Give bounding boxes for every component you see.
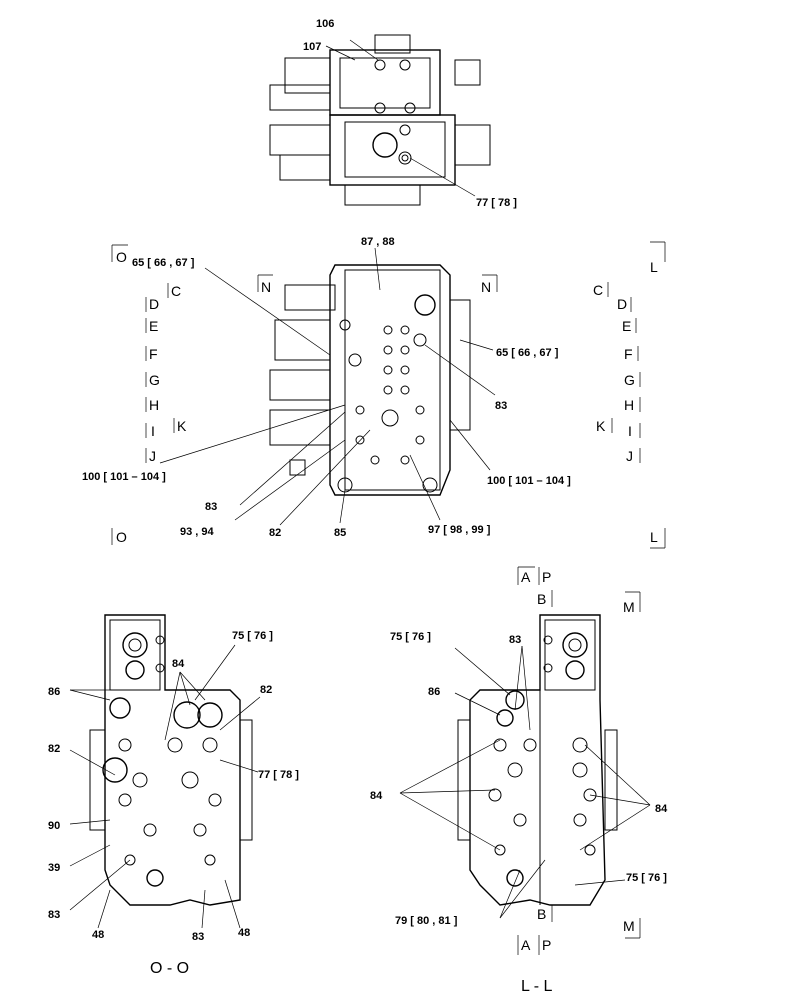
label-82-middle: 82: [269, 527, 281, 539]
label-83-ll: 83: [509, 634, 521, 646]
caption-oo: O - O: [150, 960, 189, 977]
label-48-oo-right: 48: [238, 927, 250, 939]
label-65-66-67-left: 65 [ 66 , 67 ]: [132, 257, 195, 269]
label-75-76-ll-top: 75 [ 76 ]: [390, 631, 431, 643]
section-mark-F: F: [149, 346, 158, 362]
section-mark-P-top: P: [542, 569, 551, 585]
label-84-ll-right: 84: [655, 803, 668, 815]
middle-valve-view: [159, 247, 496, 526]
section-mark-O-top: O: [116, 249, 127, 265]
label-82-oo-left: 82: [48, 743, 60, 755]
section-mark-A-bottom: A: [521, 937, 531, 953]
label-83-left: 83: [205, 501, 217, 513]
section-mark-L-bottom: L: [650, 529, 658, 545]
section-mark-I-right: I: [628, 423, 632, 439]
label-100-left: 100 [ 101 – 104 ]: [82, 471, 166, 483]
section-mark-C-right: C: [593, 282, 603, 298]
label-107: 107: [303, 41, 321, 53]
label-65-66-67-right: 65 [ 66 , 67 ]: [496, 347, 559, 359]
caption-ll: L - L: [521, 978, 553, 995]
label-83-oo-left: 83: [48, 909, 60, 921]
section-mark-M-top: M: [623, 599, 635, 615]
section-marks-right: L N C D E F G H I J K L: [481, 241, 666, 549]
section-oo-view: [69, 614, 261, 929]
section-mark-I: I: [151, 423, 155, 439]
section-mark-C: C: [171, 283, 181, 299]
label-77-78: 77 [ 78 ]: [476, 197, 517, 209]
label-86-ll: 86: [428, 686, 440, 698]
middle-port-grid: [355, 325, 425, 465]
label-84-oo: 84: [172, 658, 185, 670]
section-mark-O-bottom: O: [116, 529, 127, 545]
label-100-right: 100 [ 101 – 104 ]: [487, 475, 571, 487]
section-marks-ll: A P B M B M A P: [517, 566, 641, 955]
label-93-94: 93 , 94: [180, 526, 215, 538]
label-75-76-ll-bottom: 75 [ 76 ]: [626, 872, 667, 884]
section-mark-K: K: [177, 418, 187, 434]
label-84-ll-left: 84: [370, 790, 383, 802]
label-39: 39: [48, 862, 60, 874]
section-mark-E: E: [149, 318, 158, 334]
section-mark-J: J: [149, 448, 156, 464]
label-87-88: 87 , 88: [361, 236, 395, 248]
label-86-oo: 86: [48, 686, 60, 698]
section-mark-K-right: K: [596, 418, 606, 434]
section-mark-M-bottom: M: [623, 918, 635, 934]
section-mark-B-bottom: B: [537, 906, 546, 922]
label-83-oo-bottom: 83: [192, 931, 204, 943]
section-mark-G: G: [149, 372, 160, 388]
section-mark-E-right: E: [622, 318, 631, 334]
label-97-98-99: 97 [ 98 , 99 ]: [428, 524, 491, 536]
section-mark-D: D: [149, 296, 159, 312]
label-85: 85: [334, 527, 346, 539]
section-mark-H: H: [149, 397, 159, 413]
label-83-right: 83: [495, 400, 507, 412]
section-ll-view: [399, 614, 651, 919]
section-marks-left: O C D E F G H I J K N O: [111, 244, 273, 545]
section-mark-F-right: F: [624, 346, 633, 362]
label-106: 106: [316, 18, 334, 30]
label-82-oo-right: 82: [260, 684, 272, 696]
top-valve-view: [269, 34, 491, 206]
label-77-78-oo: 77 [ 78 ]: [258, 769, 299, 781]
section-mark-N-right: N: [481, 279, 491, 295]
label-90: 90: [48, 820, 60, 832]
section-mark-A-top: A: [521, 569, 531, 585]
section-mark-P-bottom: P: [542, 937, 551, 953]
section-mark-N: N: [261, 279, 271, 295]
label-75-76-oo: 75 [ 76 ]: [232, 630, 273, 642]
label-79-80-81: 79 [ 80 , 81 ]: [395, 915, 458, 927]
section-mark-B-top: B: [537, 591, 546, 607]
section-mark-J-right: J: [626, 448, 633, 464]
label-48-oo-left: 48: [92, 929, 104, 941]
section-mark-G-right: G: [624, 372, 635, 388]
section-mark-D-right: D: [617, 296, 627, 312]
section-mark-H-right: H: [624, 397, 634, 413]
section-mark-L-top: L: [650, 259, 658, 275]
